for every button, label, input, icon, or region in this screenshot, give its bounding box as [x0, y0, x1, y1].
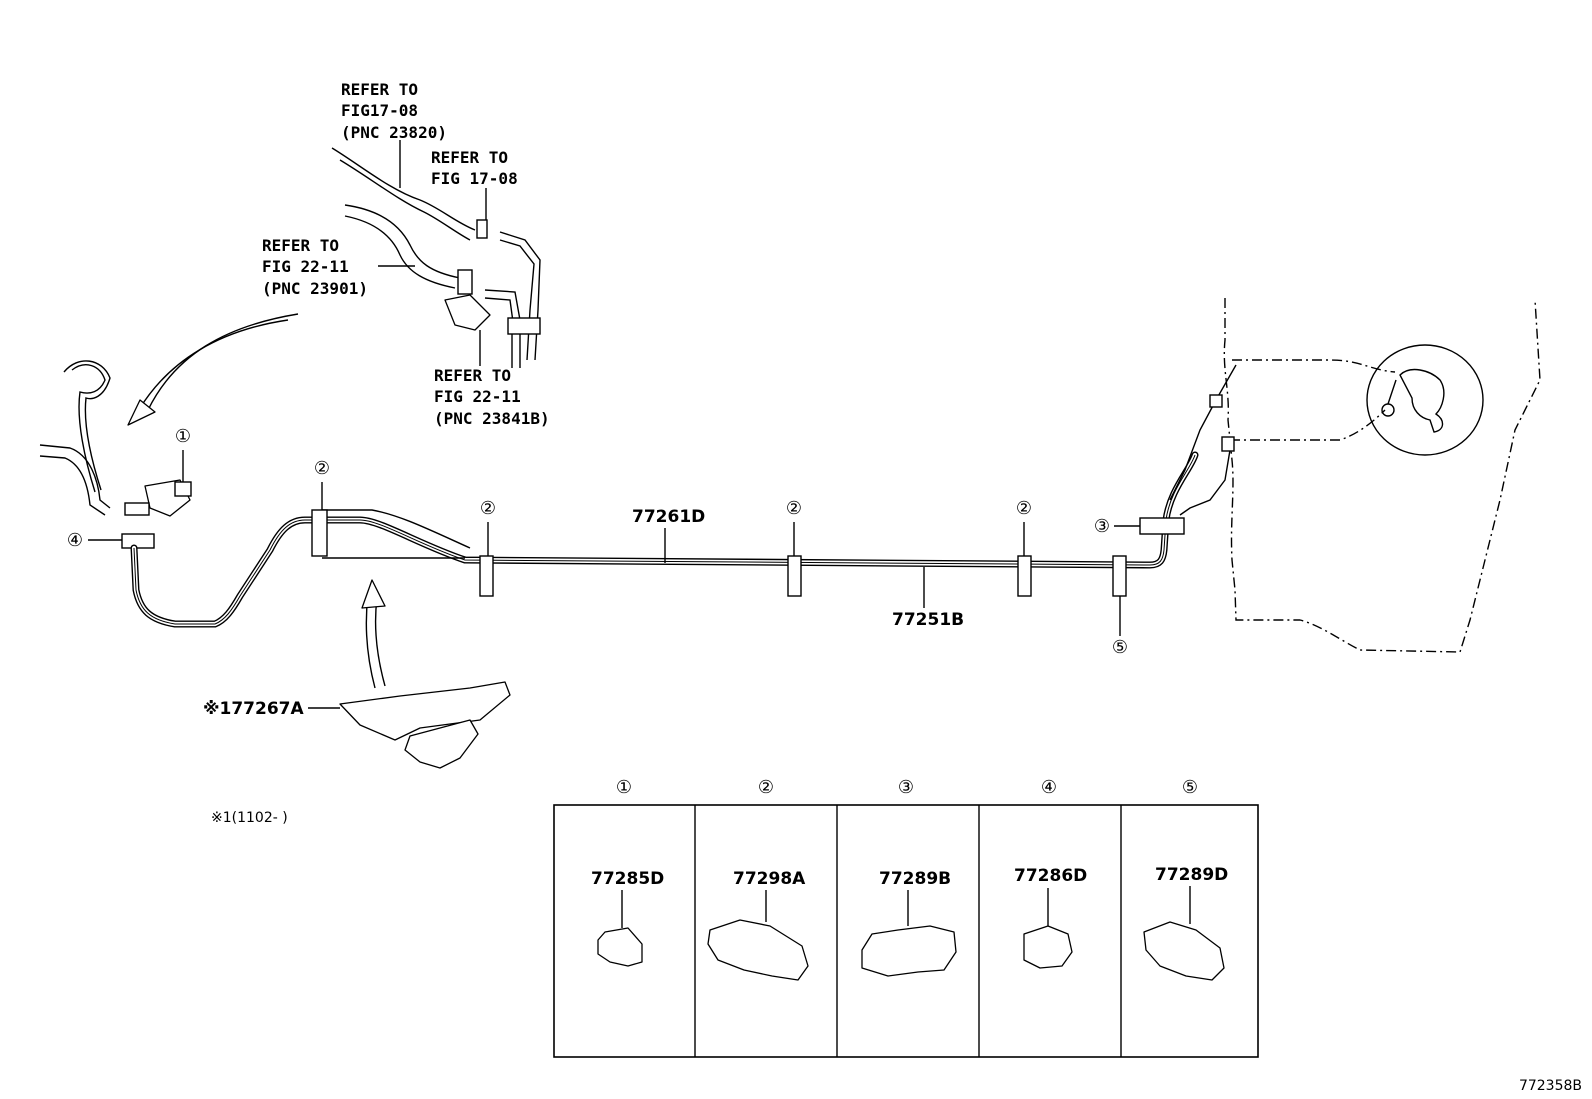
- clip-2-a: [311, 509, 328, 557]
- svg-text:77286D: 77286D: [1014, 866, 1087, 886]
- svg-text:REFER TO: REFER TO: [341, 80, 418, 99]
- svg-text:FIG17-08: FIG17-08: [341, 101, 418, 120]
- svg-text:REFER TO: REFER TO: [431, 148, 508, 167]
- svg-text:④: ④: [1041, 777, 1057, 798]
- svg-text:77289D: 77289D: [1155, 865, 1228, 885]
- svg-text:⑤: ⑤: [1112, 637, 1128, 658]
- svg-text:FIG 17-08: FIG 17-08: [431, 169, 518, 188]
- svg-text:(PNC 23901): (PNC 23901): [262, 279, 368, 298]
- table-cell-4: ④ 77286D: [1014, 777, 1087, 969]
- callout-1: ①: [175, 426, 191, 447]
- arrow-head: [127, 399, 156, 426]
- part-label-77261d: 77261D: [632, 507, 705, 563]
- clip-2-b: [479, 555, 494, 597]
- table-cell-1: ① 77285D: [591, 777, 664, 967]
- callout-2-a: ②: [314, 458, 330, 510]
- svg-text:REFER TO: REFER TO: [434, 366, 511, 385]
- parts-table: ① 77285D ② 77298A ③ 77289B ④ 77286D ⑤ 77…: [553, 777, 1259, 1058]
- clip-4: [121, 533, 155, 549]
- callout-2-d: ②: [1016, 498, 1032, 556]
- svg-text:①: ①: [616, 777, 632, 798]
- svg-text:※177267A: ※177267A: [203, 699, 304, 719]
- svg-text:77261D: 77261D: [632, 507, 705, 527]
- callout-2-b: ②: [480, 498, 496, 556]
- svg-text:FIG 22-11: FIG 22-11: [262, 257, 349, 276]
- main-tube-run: [130, 451, 1199, 628]
- ref-label-fig17-08: REFER TO FIG 17-08: [431, 148, 518, 188]
- table-cell-3: ③ 77289B: [861, 777, 957, 977]
- svg-text:②: ②: [1016, 498, 1032, 519]
- callout-4: ④: [67, 530, 122, 551]
- ref-label-fig22-11-pnc23901: REFER TO FIG 22-11 (PNC 23901): [262, 236, 368, 298]
- svg-text:(PNC 23820): (PNC 23820): [341, 123, 447, 142]
- clip-2-d: [1017, 555, 1032, 597]
- clip-2-c: [787, 555, 802, 597]
- callout-5: ⑤: [1112, 596, 1128, 658]
- svg-text:77285D: 77285D: [591, 869, 664, 889]
- svg-text:②: ②: [314, 458, 330, 479]
- svg-text:77251B: 77251B: [892, 610, 964, 630]
- svg-text:①: ①: [175, 426, 191, 447]
- svg-text:②: ②: [480, 498, 496, 519]
- footnote: ※1(1102- ): [211, 810, 288, 826]
- svg-text:③: ③: [1094, 516, 1110, 537]
- upper-hose-detail: [331, 147, 541, 368]
- svg-text:②: ②: [758, 777, 774, 798]
- svg-text:(PNC 23841B): (PNC 23841B): [434, 409, 550, 428]
- filler-pipe-area: [39, 360, 192, 549]
- right-tank-outline: [1169, 298, 1541, 653]
- svg-text:FIG 22-11: FIG 22-11: [434, 387, 521, 406]
- figure-id: 772358B: [1519, 1078, 1582, 1094]
- ref-label-fig17-08-pnc23820: REFER TO FIG17-08 (PNC 23820): [341, 80, 447, 142]
- part-77267a: ※177267A: [203, 579, 511, 769]
- part-label-77251b: 77251B: [892, 567, 964, 630]
- clip-5: [1112, 555, 1127, 597]
- curved-arrow: [139, 319, 289, 409]
- clip-3: [1139, 517, 1185, 535]
- svg-text:⑤: ⑤: [1182, 777, 1198, 798]
- svg-text:②: ②: [786, 498, 802, 519]
- svg-text:REFER TO: REFER TO: [262, 236, 339, 255]
- svg-text:④: ④: [67, 530, 83, 551]
- table-cell-2: ② 77298A: [707, 777, 809, 981]
- svg-text:77289B: 77289B: [879, 869, 951, 889]
- callout-3: ③: [1094, 516, 1140, 537]
- ref-label-fig22-11-pnc23841b: REFER TO FIG 22-11 (PNC 23841B): [434, 366, 550, 428]
- callout-2-c: ②: [786, 498, 802, 556]
- curved-arrow: [147, 313, 299, 411]
- svg-text:③: ③: [898, 777, 914, 798]
- svg-text:77298A: 77298A: [733, 869, 806, 889]
- table-cell-5: ⑤ 77289D: [1143, 777, 1228, 981]
